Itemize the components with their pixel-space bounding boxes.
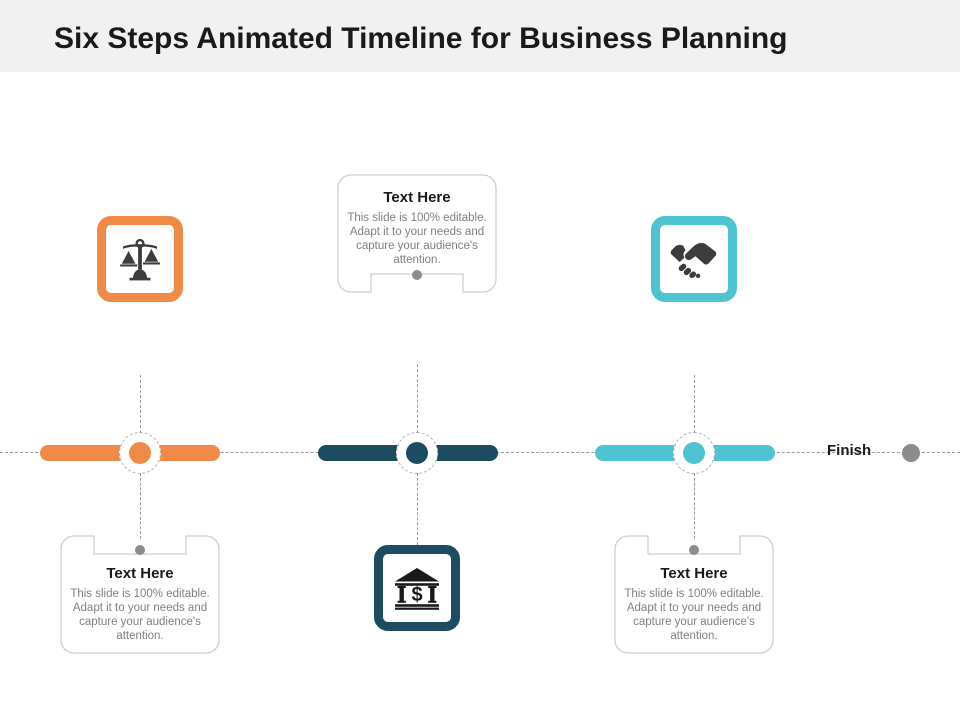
- header-band: [0, 0, 960, 72]
- timeline-node-2-core: [406, 442, 428, 464]
- timeline-node-1-core: [129, 442, 151, 464]
- callout-body: Text Here This slide is 100% editable. A…: [614, 564, 774, 643]
- timeline-node-3-core: [683, 442, 705, 464]
- icon-tile-bank-inner: $: [388, 559, 446, 617]
- callout-anchor-dot: [135, 545, 145, 555]
- callout-description: This slide is 100% editable. Adapt it to…: [347, 212, 487, 266]
- callout-title: Text Here: [383, 189, 451, 206]
- finish-dot-icon: [902, 444, 920, 462]
- icon-tile-bank[interactable]: $: [374, 545, 460, 631]
- connector-node3-to-icon: [693, 375, 695, 433]
- svg-text:$: $: [411, 584, 422, 606]
- callout-frame: [614, 535, 774, 654]
- icon-tile-handshake[interactable]: [651, 216, 737, 302]
- icon-tile-scales[interactable]: [97, 216, 183, 302]
- callout-title: Text Here: [106, 565, 174, 582]
- callout-body: Text Here This slide is 100% editable. A…: [337, 188, 497, 267]
- diagram-area: Finish: [0, 74, 960, 720]
- callout-anchor-dot: [689, 545, 699, 555]
- timeline-node-1[interactable]: [119, 432, 161, 474]
- connector-node2-to-callout: [416, 364, 418, 433]
- handshake-icon: [670, 242, 717, 279]
- page-title: Six Steps Animated Timeline for Business…: [54, 22, 788, 55]
- callout-top-center[interactable]: Text Here This slide is 100% editable. A…: [337, 174, 497, 294]
- timeline-node-2[interactable]: [396, 432, 438, 474]
- connector-node2-to-icon: [416, 473, 418, 545]
- connector-node1-to-icon: [139, 375, 141, 433]
- scales-icon: [120, 238, 160, 281]
- callout-description: This slide is 100% editable. Adapt it to…: [70, 588, 210, 642]
- bank-icon: $: [395, 568, 439, 610]
- connector-node3-to-callout: [693, 473, 695, 539]
- callout-bottom-right[interactable]: Text Here This slide is 100% editable. A…: [614, 534, 774, 654]
- callout-bottom-left[interactable]: Text Here This slide is 100% editable. A…: [60, 534, 220, 654]
- connector-node1-to-callout: [139, 473, 141, 539]
- callout-title: Text Here: [660, 565, 728, 582]
- icon-tile-scales-inner: [111, 230, 169, 288]
- callout-anchor-dot: [412, 270, 422, 280]
- timeline-node-3[interactable]: [673, 432, 715, 474]
- callout-frame: [60, 535, 220, 654]
- callout-frame: [337, 174, 497, 293]
- header-divider: [0, 72, 960, 74]
- callout-description: This slide is 100% editable. Adapt it to…: [624, 588, 764, 642]
- finish-label: Finish: [827, 442, 872, 459]
- icon-tile-handshake-inner: [665, 230, 723, 288]
- callout-body: Text Here This slide is 100% editable. A…: [60, 564, 220, 643]
